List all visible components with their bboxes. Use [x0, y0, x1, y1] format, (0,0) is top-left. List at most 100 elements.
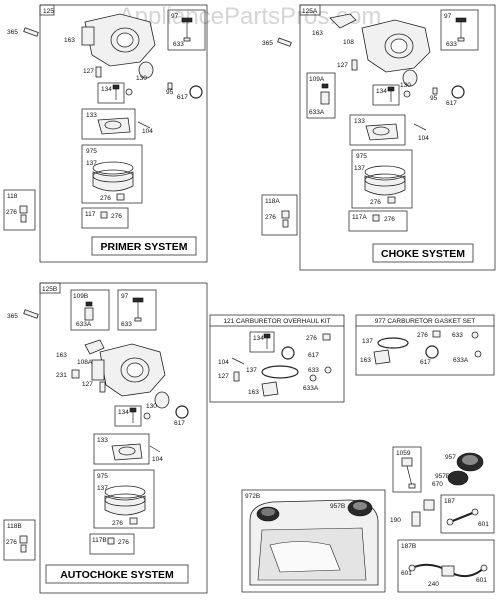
- part-label: 633: [446, 41, 457, 48]
- fuel-cap-icon: [447, 470, 469, 486]
- bowl-nut-icon: [322, 333, 331, 341]
- part-label: 137: [246, 367, 257, 374]
- part-label: 163: [248, 389, 259, 396]
- screw-icon: [23, 27, 39, 37]
- part-label: 118B: [7, 523, 22, 530]
- bowl-nut-icon: [100, 211, 108, 219]
- screw-icon: [432, 87, 438, 95]
- part-label: 97: [121, 293, 129, 300]
- part-label: 276: [306, 335, 317, 342]
- screw-icon: [233, 371, 240, 382]
- o-ring-icon: [175, 405, 189, 419]
- part-label: 601: [478, 521, 489, 528]
- part-label: 633A: [303, 385, 319, 392]
- bowl-nut-icon: [129, 517, 138, 525]
- part-label: 633A: [76, 321, 92, 328]
- part-label: 670: [432, 481, 443, 488]
- float-icon: [111, 443, 143, 461]
- part-label: 97: [444, 13, 452, 20]
- part-label: 137: [97, 485, 108, 492]
- seal-icon: [324, 366, 332, 374]
- screw-icon: [95, 66, 102, 78]
- part-label: 633A: [309, 109, 325, 116]
- part-label: 118: [7, 193, 18, 200]
- part-label: 957: [445, 454, 456, 461]
- choke-system-title: CHOKE SYSTEM: [381, 248, 465, 260]
- bowl-nut-icon: [387, 196, 396, 204]
- fuel-fitting-icon: [132, 297, 144, 322]
- needle-valve-icon: [263, 333, 271, 349]
- part-label: 127: [337, 62, 348, 69]
- part-label: 137: [362, 338, 373, 345]
- float-bowl-icon: [364, 165, 406, 196]
- part-label: 117: [85, 211, 96, 218]
- part-label: 187B: [401, 543, 416, 550]
- part-label: 975: [97, 473, 108, 480]
- part-label: 190: [390, 517, 401, 524]
- part-118a-box: 118A 276: [261, 194, 298, 236]
- part-label: 130: [136, 75, 147, 82]
- float-icon: [97, 117, 131, 135]
- choke-system-section: 125A 365 163 108 97 633 127 109A: [262, 4, 496, 271]
- part-label: 633: [308, 367, 319, 374]
- seat-icon: [143, 412, 151, 420]
- fuel-line-icon: [446, 508, 479, 526]
- part-118b-box: 118B 276: [3, 519, 36, 561]
- screw-icon: [351, 59, 358, 71]
- part-label: 601: [476, 577, 487, 584]
- gasket-icon: [261, 381, 279, 397]
- needle-valve-icon: [112, 84, 120, 100]
- part-label: 633A: [453, 357, 469, 364]
- part-label: 957B: [435, 473, 450, 480]
- overhaul-kit-section: 121 CARBURETOR OVERHAUL KIT 134 276 617 …: [209, 314, 345, 403]
- pin-icon: [413, 123, 427, 131]
- part-label: 276: [111, 213, 122, 220]
- part-label: 276: [112, 520, 123, 527]
- gasket-icon: [154, 391, 170, 409]
- part-label: 134: [376, 88, 387, 95]
- fitting-icon: [423, 499, 435, 511]
- part-label: 130: [400, 82, 411, 89]
- screw-icon: [23, 309, 39, 319]
- part-label: 109B: [73, 293, 88, 300]
- bowl-nut-icon: [116, 193, 125, 201]
- part-label: 104: [142, 128, 153, 135]
- part-label: 130: [146, 403, 157, 410]
- bowl-nut-icon: [107, 537, 115, 545]
- screw-icon: [167, 82, 173, 90]
- part-label: 163: [312, 30, 323, 37]
- part-label: 133: [354, 118, 365, 125]
- gasket-set-section: 977 CARBURETOR GASKET SET 137 276 633 61…: [355, 314, 495, 376]
- fuel-fitting-icon: [455, 17, 467, 42]
- screw-icon: [99, 381, 106, 393]
- part-label: 975: [356, 153, 367, 160]
- bowl-nut-icon: [372, 214, 380, 222]
- o-ring-icon: [425, 345, 439, 359]
- part-label: 617: [174, 420, 185, 427]
- fitting-icon: [411, 511, 421, 527]
- primer-bulb-icon: [320, 83, 330, 105]
- part-label: 117B: [92, 537, 107, 544]
- part-label: 617: [420, 359, 431, 366]
- choke-lever-icon: [329, 13, 357, 29]
- fuel-tank-section: 972B 957B: [241, 489, 386, 593]
- float-bowl-icon: [104, 485, 146, 516]
- part-label: 972B: [245, 493, 260, 500]
- part-label: 109A: [309, 76, 325, 83]
- autochoke-section-id: 125B: [42, 286, 57, 293]
- part-label: 276: [6, 209, 17, 216]
- part-label: 118A: [265, 198, 280, 205]
- part-label: 617: [308, 352, 319, 359]
- part-label: 137: [354, 165, 365, 172]
- fuel-cap-icon: [456, 452, 484, 472]
- fuel-cap-icon: [256, 506, 280, 522]
- part-label: 97: [171, 13, 179, 20]
- part-label: 1059: [396, 450, 411, 457]
- choke-lever-icon: [84, 339, 105, 355]
- part-label: 127: [218, 373, 229, 380]
- fuel-fitting-icon: [401, 457, 416, 489]
- part-label: 187: [444, 498, 455, 505]
- screw-icon: [277, 37, 292, 47]
- seal-icon: [474, 350, 482, 358]
